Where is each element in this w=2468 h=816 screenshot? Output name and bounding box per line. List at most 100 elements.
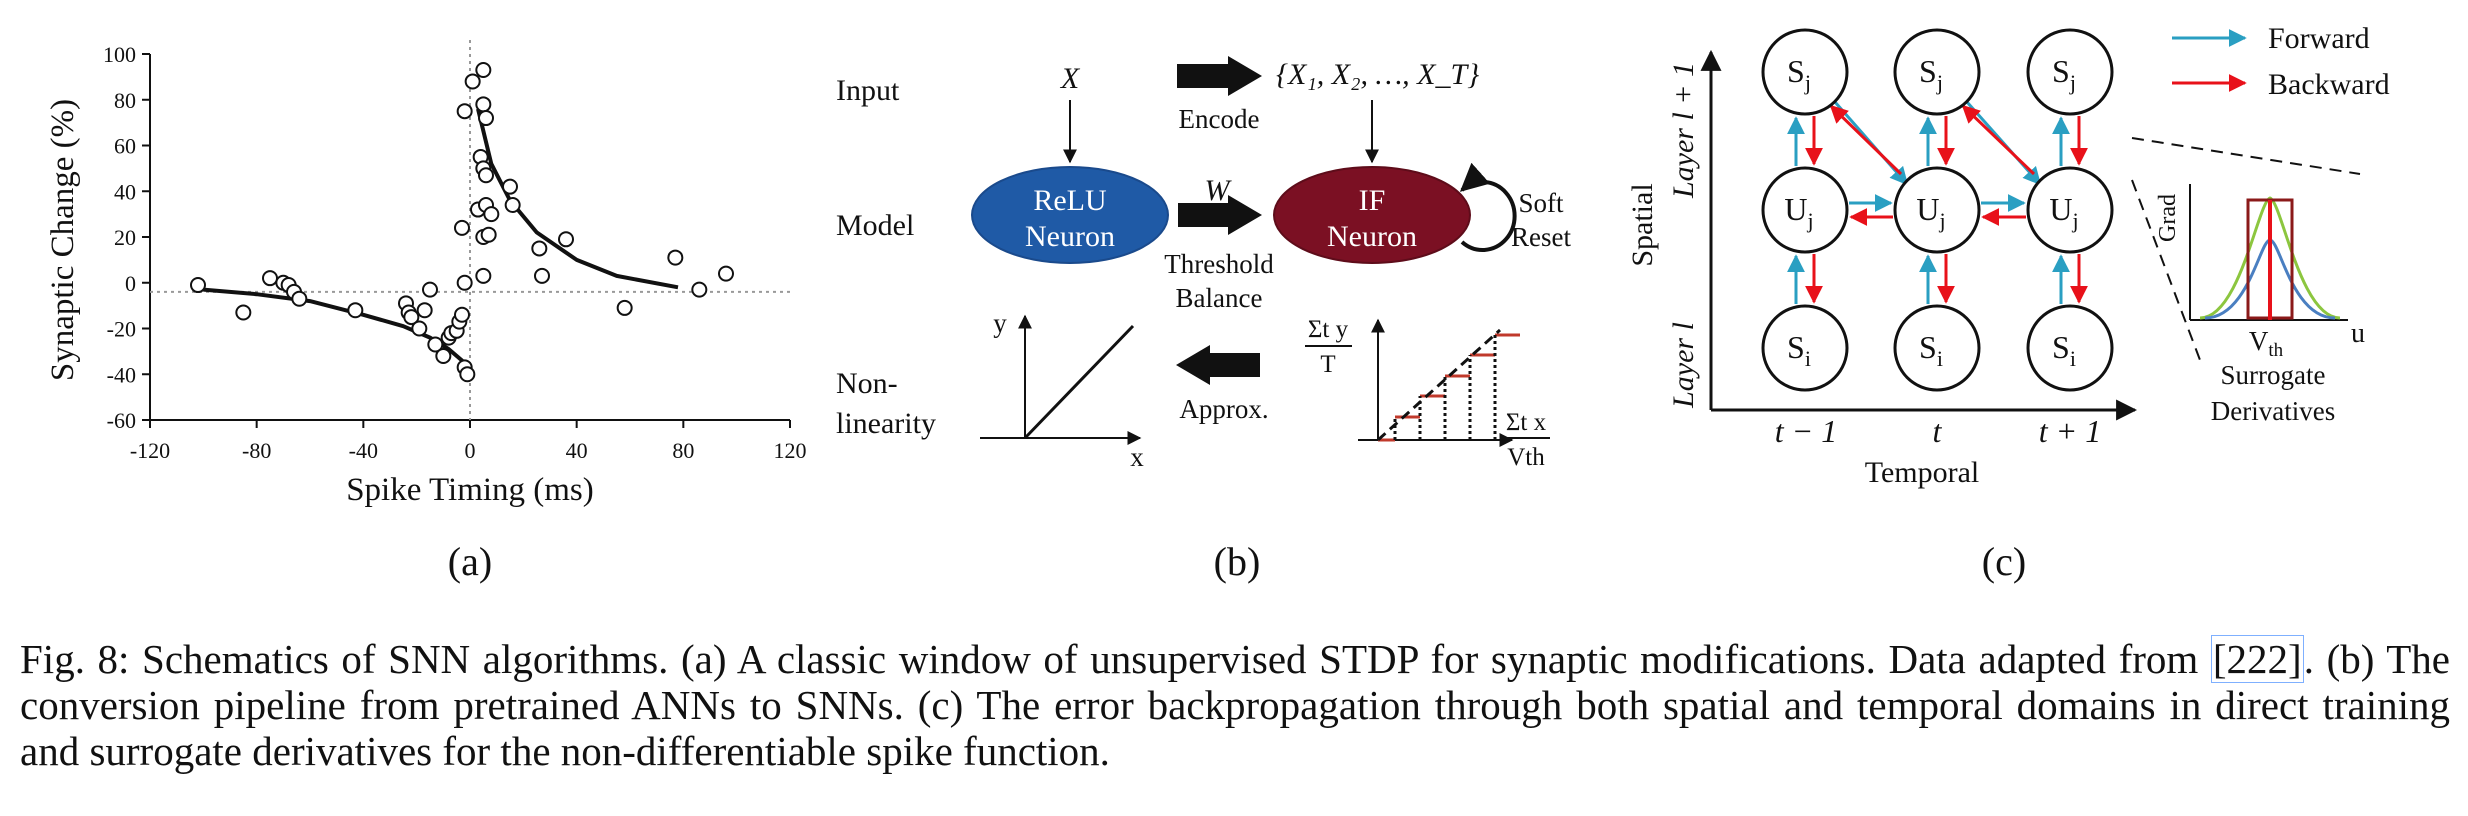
- backprop-diagram: Forward Backward Spatial Layer l + 1 Lay…: [1626, 22, 2390, 584]
- neuron-node-s_top: Sj: [1893, 28, 1981, 116]
- data-point: [416, 302, 433, 319]
- approx-label: Approx.: [1179, 394, 1268, 424]
- y-tick-label: -60: [107, 408, 136, 433]
- data-point: [347, 302, 364, 319]
- encode-label: Encode: [1179, 104, 1260, 134]
- vth-label: Vth: [2249, 326, 2284, 361]
- neuron-node-u: Uj: [1893, 166, 1981, 254]
- data-point: [464, 73, 481, 90]
- neuron-symbol: Uj: [2049, 191, 2078, 233]
- t-minus-label: t − 1: [1775, 413, 1837, 449]
- backward-arrow: [1829, 104, 1903, 176]
- data-point: [435, 347, 452, 364]
- data-point: [454, 306, 470, 323]
- data-point: [478, 110, 494, 127]
- neuron-node-s_top: Sj: [1761, 28, 1849, 116]
- balance-label: Balance: [1176, 283, 1263, 313]
- citation-link[interactable]: [222]: [2210, 635, 2304, 683]
- approx-arrow: [1176, 345, 1260, 385]
- t-plus-label: t + 1: [2039, 413, 2101, 449]
- data-point: [427, 336, 444, 353]
- y-tick-label: -40: [107, 362, 136, 387]
- encode-arrow: [1177, 56, 1262, 96]
- soft-label: Soft: [1518, 188, 1564, 218]
- data-point: [478, 167, 494, 184]
- layer-top-label: Layer l + 1: [1667, 62, 1700, 199]
- relu-curve: [1023, 324, 1135, 440]
- row-label-input: Input: [836, 74, 900, 107]
- data-point: [422, 281, 438, 298]
- data-point: [454, 219, 470, 236]
- spatial-label: Spatial: [1626, 183, 1659, 266]
- data-point: [667, 249, 684, 266]
- t-label: t: [1933, 413, 1943, 449]
- row-label-nonlinearity-1: Non-: [836, 367, 898, 400]
- neuron-symbol: Sj: [2052, 53, 2076, 95]
- threshold-balance-arrow: [1178, 195, 1262, 235]
- data-point: [534, 267, 550, 284]
- relu-neuron: [971, 166, 1169, 264]
- y-tick-label: 80: [114, 88, 136, 113]
- x-tick-label: -40: [349, 438, 378, 463]
- y-tick-label: 60: [114, 134, 136, 159]
- neuron-symbol: Si: [1787, 329, 1811, 371]
- relu-x-label: x: [1130, 442, 1144, 472]
- x-tick-label: 0: [465, 438, 476, 463]
- figure-caption: Fig. 8: Schematics of SNN algorithms. (a…: [20, 635, 2450, 774]
- x-tick-label: 40: [566, 438, 588, 463]
- propagation-arrows: [1787, 101, 2088, 304]
- row-label-nonlinearity-2: linearity: [836, 407, 936, 440]
- if-neuron-label-1: IF: [1359, 184, 1386, 217]
- relu-neuron-label-2: Neuron: [1025, 220, 1115, 253]
- reset-label: Reset: [1511, 222, 1571, 252]
- neuron-symbol: Si: [2052, 329, 2076, 371]
- row-label-model: Model: [836, 209, 914, 242]
- data-point: [403, 309, 420, 326]
- zoom-line-top: [2131, 137, 2361, 175]
- panel-b-label: (b): [1214, 539, 1261, 584]
- data-point: [475, 96, 492, 113]
- x-tick-label: -80: [242, 438, 271, 463]
- stair-y-denominator: T: [1320, 351, 1335, 378]
- stair-steps: [1376, 328, 1520, 442]
- data-point: [483, 206, 500, 223]
- panel-a-label: (a): [448, 539, 492, 584]
- input-x-symbol: X: [1060, 62, 1081, 95]
- data-point: [411, 320, 428, 337]
- layer-bottom-label: Layer l: [1667, 322, 1700, 409]
- fit-curve: [476, 108, 679, 290]
- relu-y-label: y: [993, 308, 1007, 338]
- if-neuron: [1273, 166, 1471, 264]
- data-point: [502, 178, 518, 195]
- neuron-symbol: Uj: [1916, 191, 1945, 233]
- weight-symbol: W: [1205, 174, 1233, 207]
- x-axis-label: Spike Timing (ms): [346, 472, 594, 508]
- data-point: [718, 265, 734, 282]
- neuron-node-u: Uj: [2026, 166, 2114, 254]
- data-point: [475, 62, 492, 79]
- y-tick-label: 40: [114, 179, 136, 204]
- neuron-symbol: Uj: [1784, 191, 1813, 233]
- stair-x-denominator: Vth: [1507, 444, 1545, 471]
- neuron-node-s_bottom: Si: [1761, 304, 1849, 392]
- if-neuron-label-2: Neuron: [1327, 220, 1417, 253]
- surrogate-green: [2199, 196, 2341, 320]
- threshold-label: Threshold: [1164, 249, 1274, 279]
- soft-reset-loop: [1459, 162, 1517, 252]
- neuron-node-s_bottom: Si: [2026, 304, 2114, 392]
- legend-backward-label: Backward: [2268, 68, 2390, 101]
- data-point: [616, 299, 633, 316]
- data-point: [691, 281, 708, 298]
- u-label: u: [2351, 318, 2365, 349]
- x-tick-label: 120: [774, 438, 807, 463]
- neuron-symbol: Sj: [1787, 53, 1811, 95]
- data-point: [456, 274, 473, 291]
- neuron-node-u: Uj: [1761, 166, 1849, 254]
- data-point: [531, 240, 548, 257]
- y-tick-label: -20: [107, 317, 136, 342]
- encoded-set: {X₁, X₂, …, X_T}: [1276, 58, 1479, 91]
- data-point: [459, 366, 476, 383]
